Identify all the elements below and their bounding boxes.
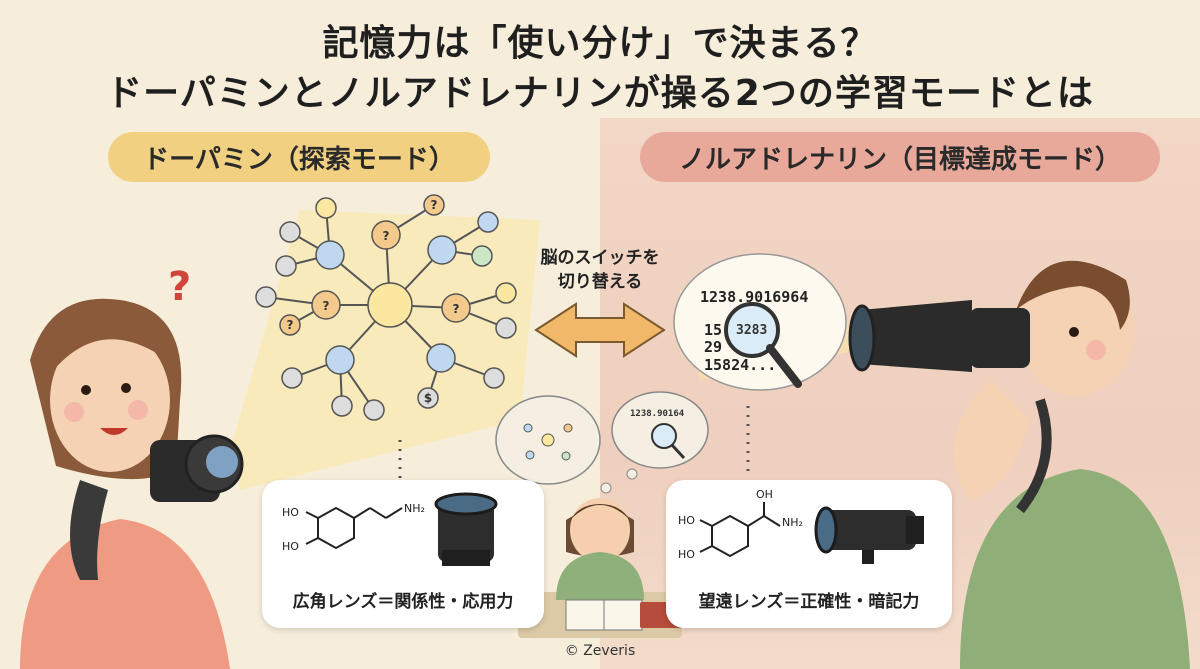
man-with-telephoto-camera <box>848 260 1190 669</box>
svg-text:?: ? <box>383 229 390 243</box>
question-icon <box>311 290 341 320</box>
wide-angle-caption: 広角レンズ＝関係性・応用力 <box>292 592 514 612</box>
molecule-label-ho-2: HO <box>282 540 299 553</box>
magnifier-icon <box>724 302 780 358</box>
switch-double-arrow <box>534 302 666 358</box>
telephoto-lens-icon <box>814 506 924 564</box>
camera-light-beam <box>230 210 540 490</box>
flowchart-icon <box>325 345 355 375</box>
student-thought-bubbles: 1238.90164 <box>495 391 709 494</box>
noradrenaline-molecule-diagram: HO HO OH NH₂ <box>678 488 924 564</box>
dopamine-mode-header: ドーパミン（探索モード） <box>108 132 490 182</box>
question-icon <box>279 314 301 336</box>
wide-angle-info-card: HO HO NH₂ 広角レンズ＝関係性・応用力 <box>262 480 544 628</box>
molecule-label-oh: OH <box>756 488 773 501</box>
question-icon <box>423 194 445 216</box>
molecule-label-ho-1: HO <box>678 514 695 527</box>
lightbulb-icon <box>315 197 337 219</box>
molecule-label-ho-2: HO <box>678 548 695 561</box>
magnifier-icon <box>255 286 277 308</box>
svg-text:?: ? <box>287 318 294 332</box>
network-nodes <box>255 194 517 421</box>
central-lightbulb-icon <box>367 282 413 328</box>
lightbulb-icon <box>315 240 345 270</box>
document-icon <box>279 221 301 243</box>
noradrenaline-mode-header: ノルアドレナリン（目標達成モード） <box>640 132 1160 182</box>
question-icon <box>441 293 471 323</box>
svg-text:$: $ <box>424 391 432 405</box>
molecule-label-ho-1: HO <box>282 506 299 519</box>
molecule-label-nh2: NH₂ <box>404 502 425 515</box>
person-icon <box>477 211 499 233</box>
hierarchy-icon <box>281 367 303 389</box>
monitor-icon <box>275 255 297 277</box>
lightbulb-icon <box>426 343 456 373</box>
gear-icon <box>471 245 493 267</box>
studying-student <box>518 498 682 638</box>
molecule-label-nh2: NH₂ <box>782 516 803 529</box>
checklist-icon <box>495 317 517 339</box>
copyright-text: © Zeveris <box>564 643 636 659</box>
numbers-line-1: 1238.9016964 <box>700 288 808 306</box>
svg-text:1238.90164: 1238.90164 <box>630 409 685 419</box>
svg-text:3283: 3283 <box>736 323 767 338</box>
person-icon <box>483 367 505 389</box>
telephoto-info-card: HO HO OH NH₂ 望遠レンズ＝正確性・暗記力 <box>666 480 952 628</box>
question-icon <box>371 220 401 250</box>
chart-icon <box>363 399 385 421</box>
svg-text:?: ? <box>431 198 438 212</box>
lightbulb-icon <box>495 282 517 304</box>
precision-number-panel: 1238.9016964 15 29 15824... 3283 <box>673 253 847 391</box>
svg-text:?: ? <box>323 299 330 313</box>
dopamine-molecule-diagram: HO HO NH₂ <box>282 492 498 566</box>
page-title-line-2: ドーパミンとノルアドレナリンが操る2つの学習モードとは <box>106 73 1094 114</box>
network-node-glyphs: ??? ?? $ <box>287 198 460 405</box>
wide-angle-lens-icon <box>434 492 498 566</box>
graph-icon <box>331 395 353 417</box>
dollar-icon <box>417 387 439 409</box>
numbers-line-2: 15 <box>704 321 722 339</box>
chat-icon <box>427 235 457 265</box>
telephoto-caption: 望遠レンズ＝正確性・暗記力 <box>698 592 920 612</box>
page-title-line-1: 記憶力は「使い分け」で決まる？ <box>322 23 878 64</box>
svg-text:?: ? <box>453 302 460 316</box>
question-mark-icon: ? <box>168 264 191 310</box>
woman-with-camera: ? <box>20 264 244 669</box>
switch-label: 脳のスイッチを 切り替える <box>520 246 680 294</box>
numbers-line-4: 15824... <box>704 356 776 374</box>
numbers-line-3: 29 <box>704 338 722 356</box>
switch-label-line-2: 切り替える <box>557 272 643 292</box>
switch-label-line-1: 脳のスイッチを <box>540 248 660 268</box>
